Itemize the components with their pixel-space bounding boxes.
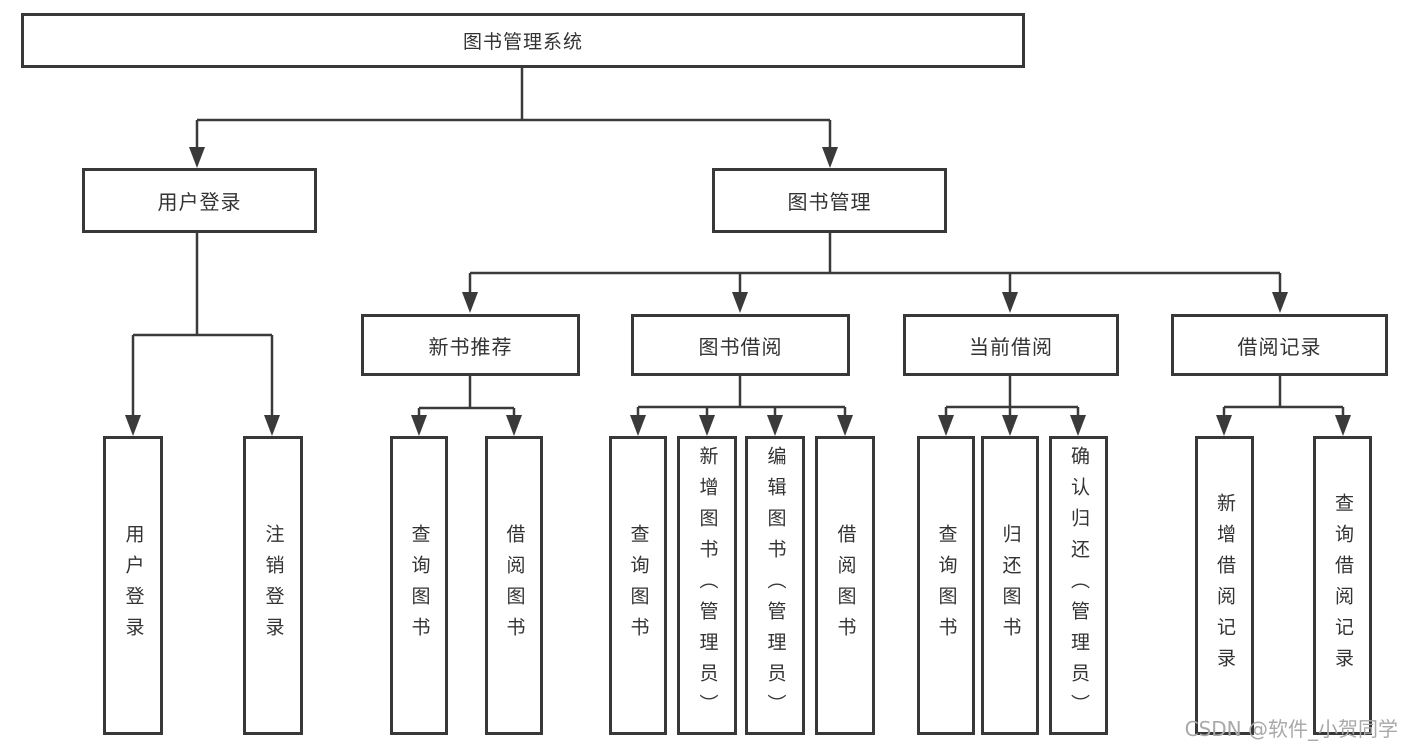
connector-line-segments xyxy=(131,66,1345,419)
node-new-book-recommendation: 新书推荐 xyxy=(361,314,580,376)
node-borrowing-records: 借阅记录 xyxy=(1171,314,1388,376)
node-label: 查询图书 xyxy=(935,523,958,648)
node-user-login: 用户登录 xyxy=(82,168,317,233)
node-query-borrow-record: 查询借阅记录 xyxy=(1313,436,1372,735)
arrowhead-icons xyxy=(125,147,1351,436)
node-label: 借阅记录 xyxy=(1237,334,1322,359)
node-logout-action: 注销登录 xyxy=(243,436,303,735)
node-label: 用户登录 xyxy=(122,523,145,648)
node-edit-books-admin: 编辑图书（管理员） xyxy=(745,436,805,735)
csdn-watermark: CSDN @软件_小贺同学 xyxy=(1184,717,1398,741)
node-book-management: 图书管理 xyxy=(712,168,947,233)
node-label: 编辑图书（管理员） xyxy=(764,446,787,725)
node-add-borrow-record: 新增借阅记录 xyxy=(1195,436,1254,735)
node-label: 新增借阅记录 xyxy=(1214,492,1236,679)
node-label: 当前借阅 xyxy=(969,334,1053,359)
node-label: 查询图书 xyxy=(627,523,650,648)
node-query-books-recommend: 查询图书 xyxy=(390,436,448,735)
node-current-borrowing: 当前借阅 xyxy=(903,314,1119,376)
node-query-books-borrowing: 查询图书 xyxy=(609,436,667,735)
node-label: 借阅图书 xyxy=(503,523,526,648)
node-label: 归还图书 xyxy=(999,523,1022,648)
node-label: 确认归还（管理员） xyxy=(1068,446,1090,725)
node-label: 图书借阅 xyxy=(698,334,783,359)
node-label: 图书管理 xyxy=(787,190,872,214)
node-user-login-action: 用户登录 xyxy=(103,436,163,735)
node-label: 查询图书 xyxy=(408,523,431,648)
node-book-borrowing: 图书借阅 xyxy=(631,314,850,376)
node-label: 借阅图书 xyxy=(834,523,857,648)
node-borrow-books-borrowing: 借阅图书 xyxy=(815,436,875,735)
node-confirm-return-admin: 确认归还（管理员） xyxy=(1049,436,1108,735)
node-label: 新增图书（管理员） xyxy=(696,446,719,725)
node-query-books-current: 查询图书 xyxy=(917,436,975,735)
node-borrow-books-recommend: 借阅图书 xyxy=(485,436,543,735)
node-label: 图书管理系统 xyxy=(462,31,583,53)
node-label: 注销登录 xyxy=(262,523,285,648)
node-return-books: 归还图书 xyxy=(981,436,1039,735)
node-label: 查询借阅记录 xyxy=(1332,492,1354,679)
node-library-management-system: 图书管理系统 xyxy=(21,13,1025,68)
node-label: 新书推荐 xyxy=(428,334,513,359)
node-label: 用户登录 xyxy=(157,190,242,214)
node-add-books-admin: 新增图书（管理员） xyxy=(677,436,737,735)
